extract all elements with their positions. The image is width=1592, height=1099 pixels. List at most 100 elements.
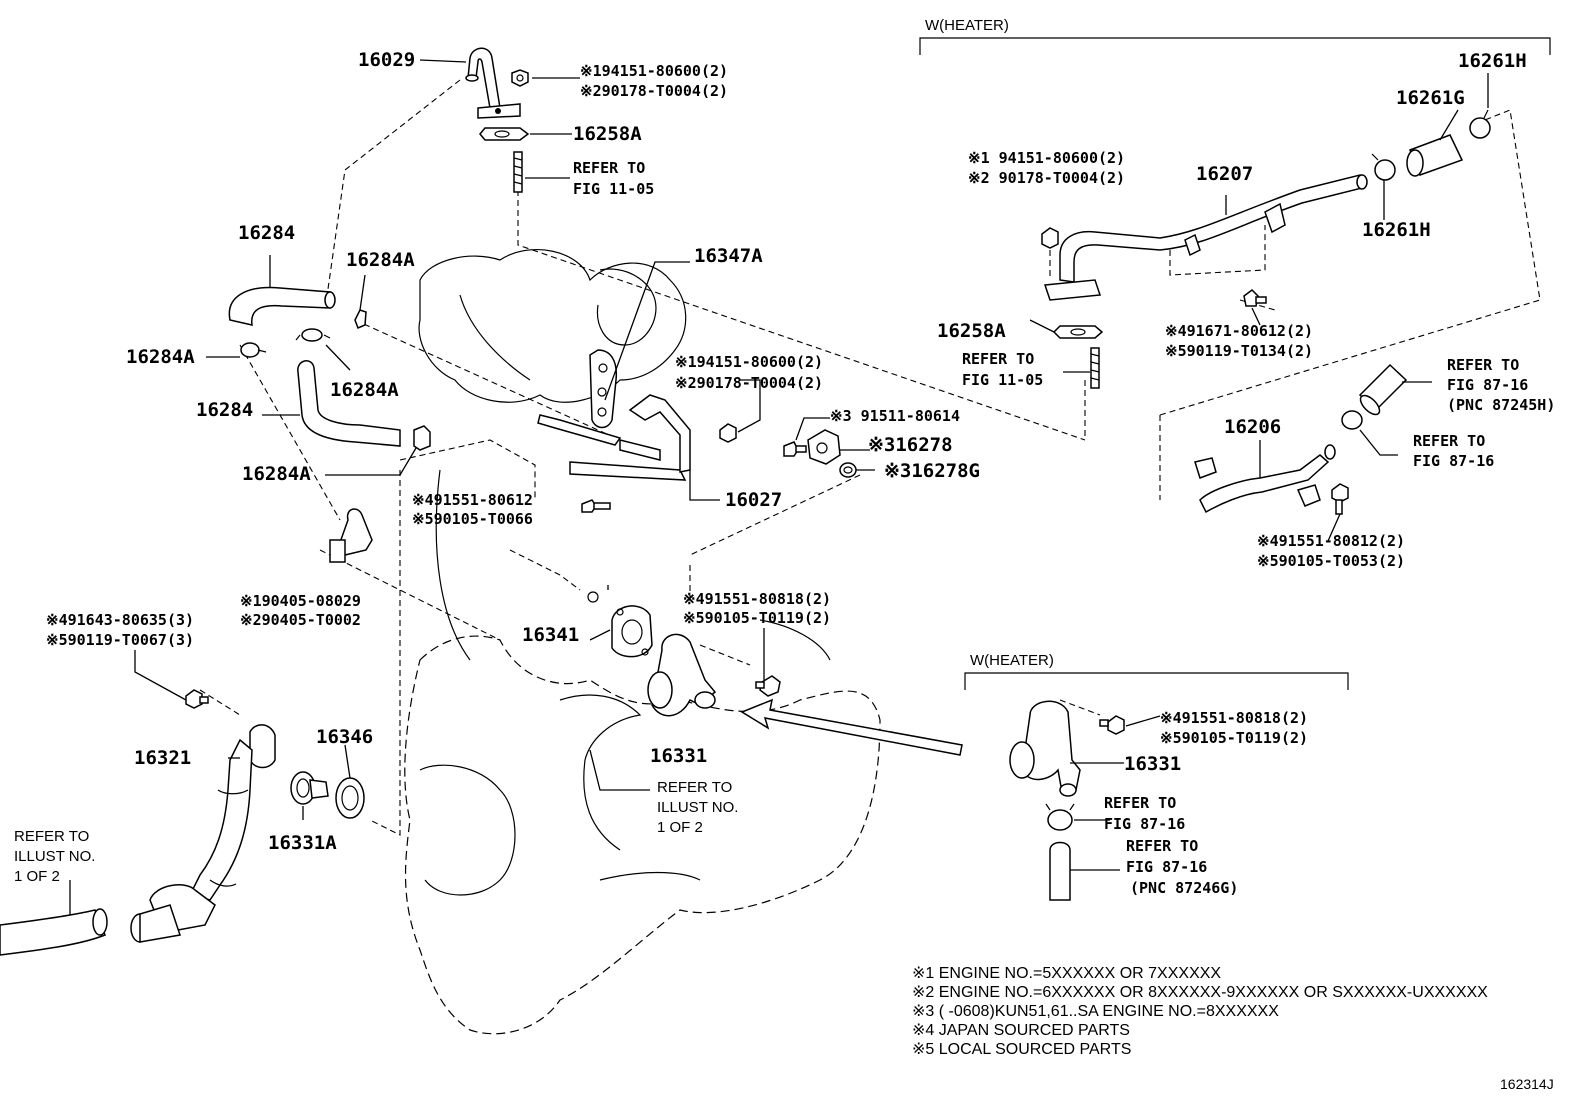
bolt-16321 [185,689,209,709]
refer-illust-b-line2: ILLUST NO. [657,799,738,816]
part-number-16331-main: 16331 [650,745,707,767]
refer-fig-1105-b-line2: FIG 11-05 [962,371,1043,389]
heater-header-bottom: W(HEATER) [970,652,1054,669]
inlet-16331 [647,633,717,717]
refer-illust-b-line1: REFER TO [657,779,732,796]
clamp-heater-ref [1045,803,1075,831]
part-number-16284-top: 16284 [238,222,295,244]
part-number-16284A-d: 16284A [242,463,311,485]
part-number-16284A-c: 16284A [330,379,399,401]
part-number-16284A-a: 16284A [346,249,415,271]
refer-8716-d-line2: FIG 87-16 [1126,858,1207,876]
pipe-16207 [1043,174,1368,301]
refer-8716-a-line1: REFER TO [1447,356,1519,374]
part-number-16284A-b: 16284A [126,346,195,368]
refer-8716-c-line2: FIG 87-16 [1104,815,1185,833]
part-number-16278: ※316278 [868,434,953,456]
part-number-16346: 16346 [316,726,373,748]
note-16278-bolt: ※3 91511-80614 [830,407,960,425]
note-16207-bolt-2: ※590119-T0134(2) [1165,342,1313,360]
bolt-16207 [1243,289,1267,307]
inlet-16331-heater [1009,700,1081,797]
part-number-16278G: ※316278G [884,460,980,482]
note-16331-2: ※590105-T0119(2) [683,609,831,627]
bolt-16278 [783,441,807,457]
footnote-5: ※5 LOCAL SOURCED PARTS [912,1041,1131,1058]
note-16029-2: ※290178-T0004(2) [580,82,728,100]
note-16331-1: ※491551-80818(2) [683,590,831,608]
refer-8716-a-line2: FIG 87-16 [1447,376,1528,394]
part-number-16331A: 16331A [268,832,337,854]
leader-lines [69,59,1489,915]
pipe-16027 [537,394,691,481]
footnote-3: ※3 ( -0608)KUN51,61..SA ENGINE NO.=8XXXX… [912,1003,1279,1020]
note-16321-1: ※491643-80635(3) [46,611,194,629]
figure-code: 162314J [1500,1076,1554,1092]
note-16027-2: ※290178-T0004(2) [675,374,823,392]
heater-bracket-lines [919,37,1551,690]
stud-top [513,151,523,193]
hose-left-reference [0,908,108,956]
note-16206-1: ※491551-80812(2) [1257,532,1405,550]
engine-block-outline [404,249,881,1035]
refer-illust-b-line3: 1 OF 2 [657,819,703,836]
hose-16206-ref [1358,363,1408,416]
gasket-16346 [335,777,365,819]
part-number-16207: 16207 [1196,163,1253,185]
refer-illust-a-line1: REFER TO [14,828,89,845]
note-16321-2: ※590119-T0067(3) [46,631,194,649]
note-16029-1: ※194151-80600(2) [580,62,728,80]
bolt-16331 [755,675,781,697]
refer-illust-a-line2: ILLUST NO. [14,848,95,865]
nut-16207 [1041,227,1059,249]
part-number-16261H-mid: 16261H [1362,219,1431,241]
clamp-16284A-d [413,425,431,451]
part-number-16029: 16029 [358,49,415,71]
refer-8716-b-line2: FIG 87-16 [1413,452,1494,470]
note-16206-2: ※590105-T0053(2) [1257,552,1405,570]
part-number-16258A-right: 16258A [937,320,1006,342]
note-16027-1: ※194151-80600(2) [675,353,823,371]
plate-16278 [807,429,841,465]
refer-fig-1105-a-line2: FIG 11-05 [573,180,654,198]
part-number-16261H-top: 16261H [1458,50,1527,72]
footnote-4: ※4 JAPAN SOURCED PARTS [912,1022,1130,1039]
note-bolt-2: ※590105-T0066 [412,510,533,528]
note-hose-2: ※290405-T0002 [240,611,361,629]
part-number-16258A-top: 16258A [573,123,642,145]
pipe-16321 [130,724,276,943]
note-16331-heater-2: ※590105-T0119(2) [1160,729,1308,747]
refer-8716-c-line1: REFER TO [1104,794,1176,812]
hose-190405 [329,508,373,563]
note-16207-2: ※2 90178-T0004(2) [968,169,1125,187]
oring-16278G [839,462,857,478]
clamp-16284A-c [240,342,267,358]
part-number-16284-mid: 16284 [196,399,253,421]
note-hose-1: ※190405-08029 [240,592,361,610]
part-number-16261G: 16261G [1396,87,1465,109]
gasket-16347A [589,349,618,429]
bolt-16027 [581,499,611,513]
refer-8716-a-line3: (PNC 87245H) [1447,396,1555,414]
part-number-16206: 16206 [1224,416,1281,438]
clamp-16284A-b [295,328,331,342]
refer-fig-1105-b-line1: REFER TO [962,350,1034,368]
refer-illust-a-line3: 1 OF 2 [14,868,60,885]
part-number-16347A: 16347A [694,245,763,267]
gasket-16258A-top [479,127,530,141]
direction-arrow [740,698,963,756]
refer-8716-b-line1: REFER TO [1413,432,1485,450]
bolt-16331-heater [1099,715,1125,735]
assembly-dash-lines [199,79,1541,836]
hose-16284-mid [297,360,401,447]
pipe-16029 [465,47,521,119]
footnote-1: ※1 ENGINE NO.=5XXXXXX OR 7XXXXXX [912,965,1221,982]
gasket-16258A-right [1052,325,1104,339]
clamp-16261H-top [1469,109,1491,139]
refer-8716-d-line3: (PNC 87246G) [1130,879,1238,897]
clamp-16284A-a [354,309,367,329]
hose-16284-top [228,286,336,326]
callout-labels: W(HEATER) W(HEATER) 16029 ※194151-80600(… [14,17,1555,897]
hose-heater-ref [1049,841,1071,901]
